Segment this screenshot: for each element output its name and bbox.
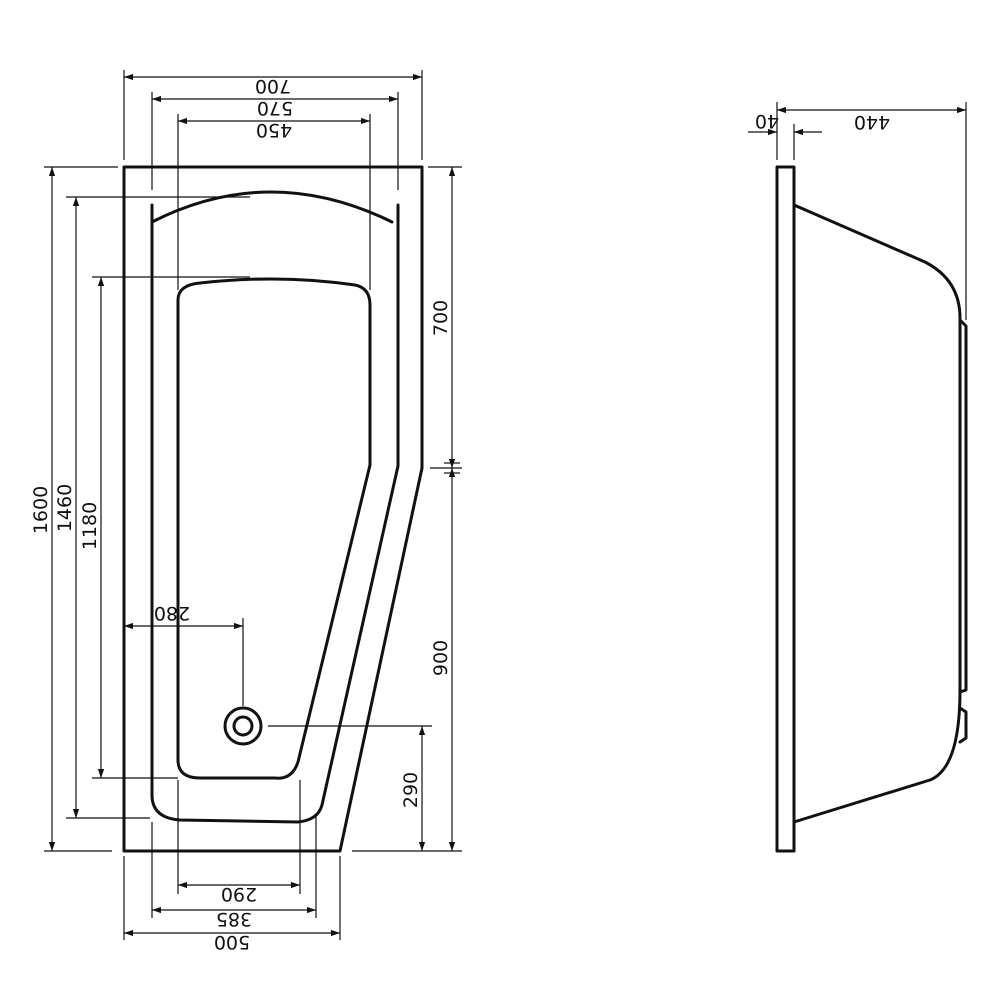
side-drain-bump bbox=[958, 706, 968, 744]
dimension-labels: 700 570 450 1600 1460 1180 700 900 290 2… bbox=[30, 75, 452, 953]
drain-outer-ring bbox=[223, 706, 263, 746]
dim-700-top: 700 bbox=[255, 75, 291, 97]
dim-280: 280 bbox=[154, 602, 190, 624]
side-view bbox=[775, 165, 968, 853]
dim-40: 40 bbox=[755, 110, 779, 132]
dimension-lines bbox=[48, 73, 460, 937]
side-rim bbox=[775, 165, 796, 853]
dim-1180: 1180 bbox=[79, 502, 101, 550]
side-upper-bulge bbox=[958, 318, 968, 694]
dim-450: 450 bbox=[256, 119, 292, 141]
basin-outline bbox=[176, 277, 372, 780]
dim-900: 900 bbox=[430, 640, 452, 676]
dim-570: 570 bbox=[257, 97, 293, 119]
dim-385: 385 bbox=[216, 908, 252, 930]
dim-1600: 1600 bbox=[30, 486, 52, 534]
dim-700-right: 700 bbox=[430, 300, 452, 336]
drain-inner-ring bbox=[232, 715, 254, 737]
dim-1460: 1460 bbox=[54, 484, 76, 532]
dim-500: 500 bbox=[214, 931, 250, 953]
dim-440: 440 bbox=[854, 111, 890, 133]
dim-290-right: 290 bbox=[400, 772, 422, 808]
head-rest-arc bbox=[150, 190, 394, 224]
outer-rim-outline bbox=[122, 165, 424, 853]
plan-view bbox=[122, 165, 424, 853]
inner-rim-outline bbox=[150, 203, 400, 824]
side-body-outline bbox=[792, 203, 962, 824]
side-dimensions: 40 440 bbox=[748, 102, 967, 320]
extension-lines bbox=[44, 70, 462, 940]
dim-290-bottom: 290 bbox=[221, 883, 257, 905]
